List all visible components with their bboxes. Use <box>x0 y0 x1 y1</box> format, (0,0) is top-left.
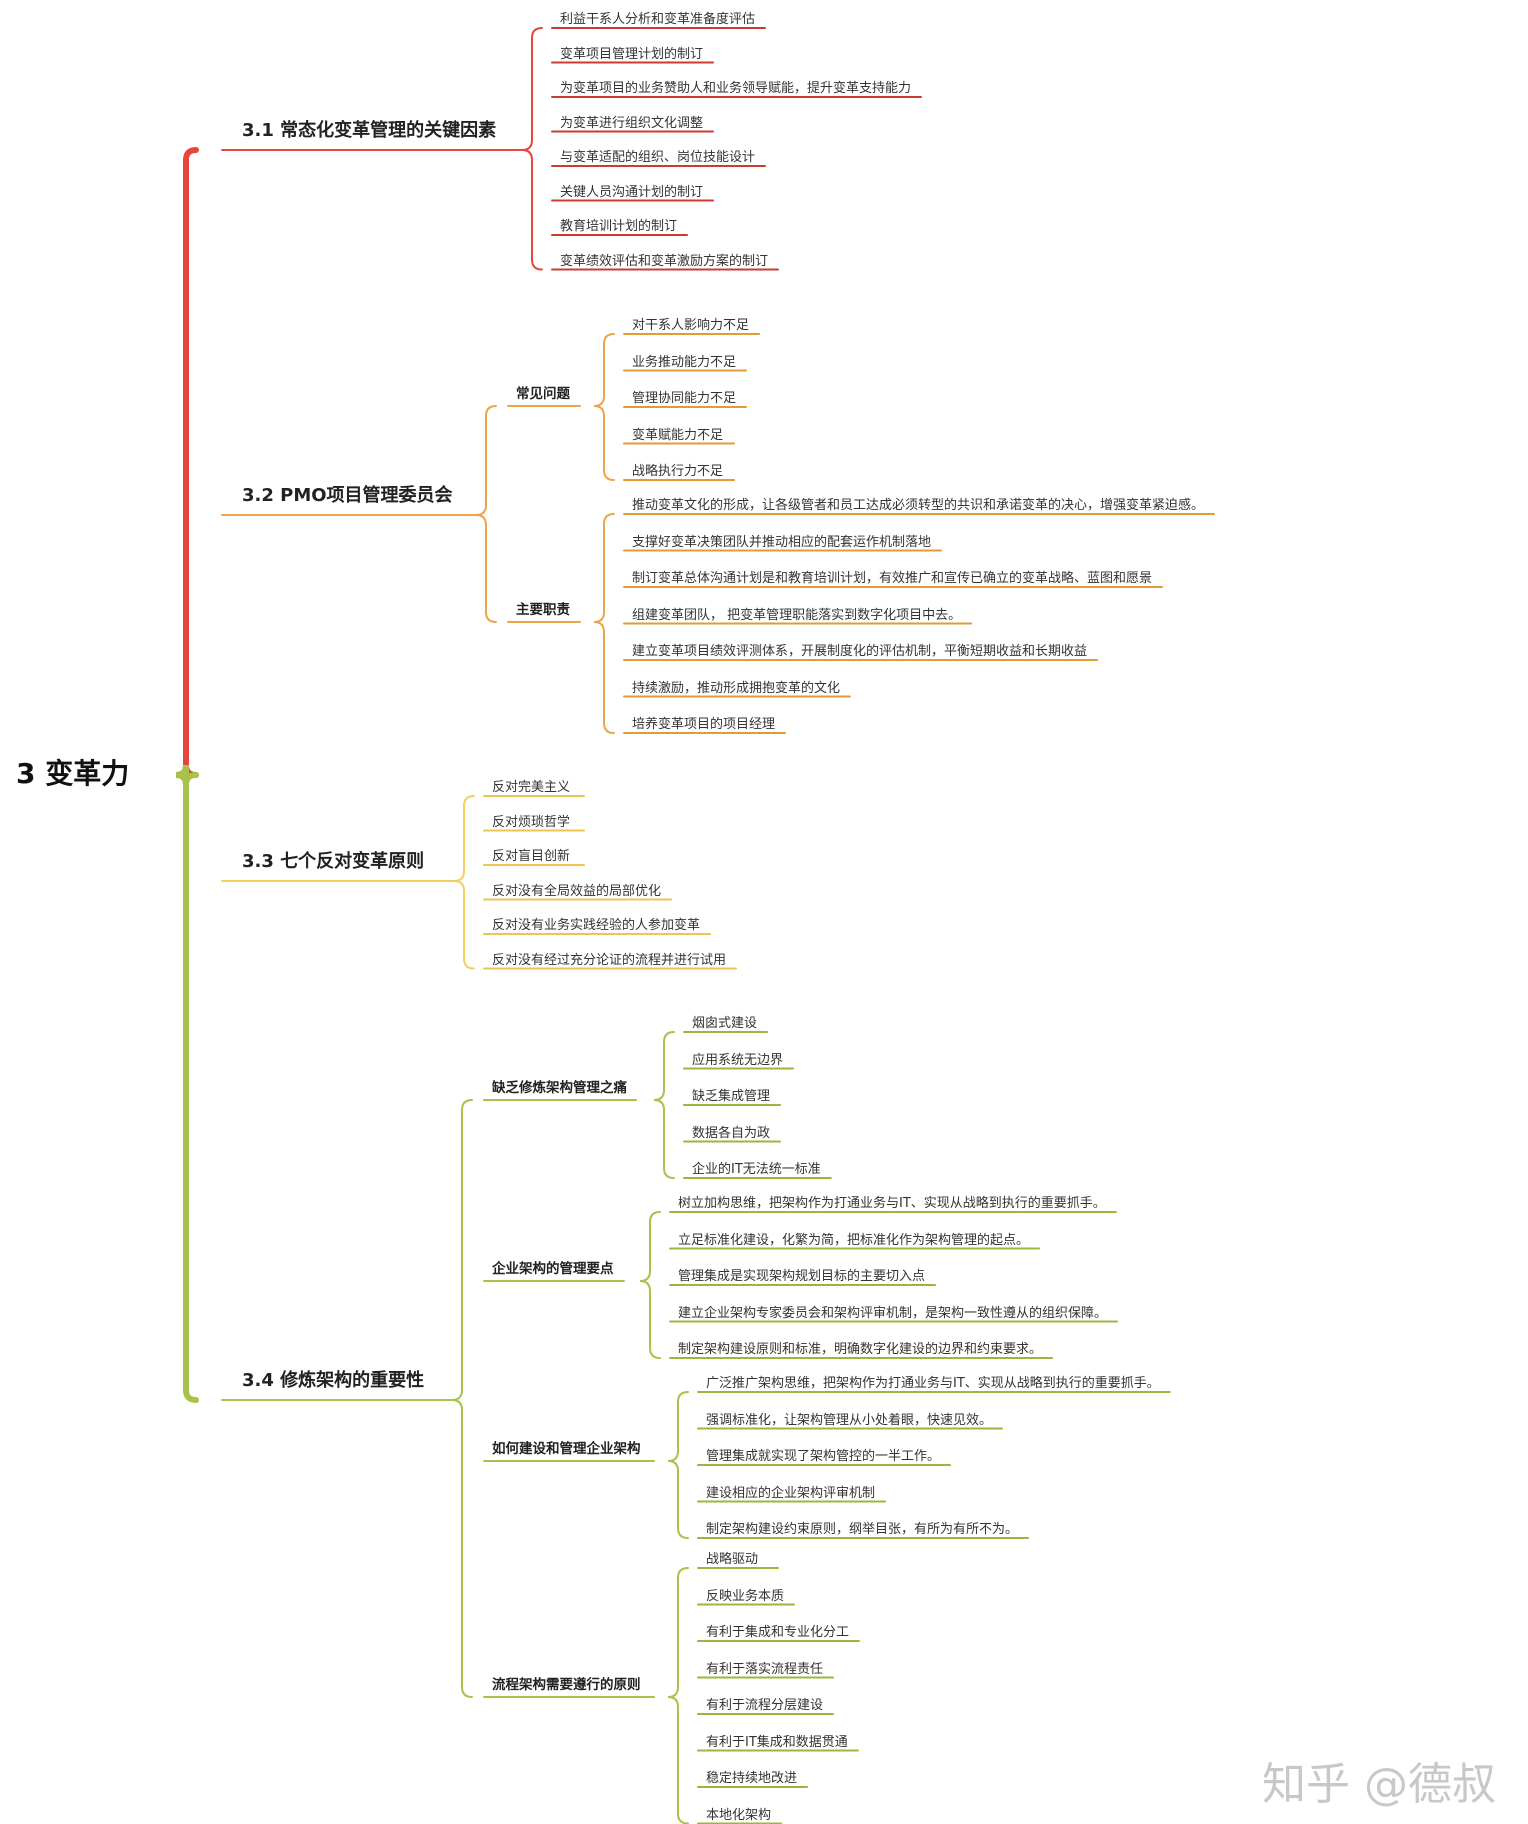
section-3-2-brace <box>475 405 497 623</box>
group-ea-key-points-leaf[interactable]: 建立企业架构专家委员会和架构评审机制，是架构一致性遵从的组织保障。 <box>678 1305 1108 1321</box>
section-3-3-title[interactable]: 3.3 七个反对变革原则 <box>242 851 425 872</box>
group-architecture-pain-brace <box>653 1031 675 1179</box>
section-3-1-leaf[interactable]: 与变革适配的组织、岗位技能设计 <box>560 150 756 165</box>
section-3-1-leaf[interactable]: 教育培训计划的制订 <box>560 219 678 234</box>
group-build-manage-ea-brace <box>667 1391 689 1539</box>
section-3-4-brace <box>451 1099 473 1698</box>
section-3-4-title[interactable]: 3.4 修炼架构的重要性 <box>242 1370 425 1391</box>
group-build-manage-ea-leaf[interactable]: 制定架构建设约束原则，纲举目张，有所为有所不为。 <box>706 1522 1019 1537</box>
group-process-principles-leaf[interactable]: 有利于IT集成和数据贯通 <box>706 1734 848 1750</box>
group-build-manage-ea-leaf[interactable]: 强调标准化，让架构管理从小处着眼，快速见效。 <box>706 1412 993 1428</box>
section-3-3-leaf[interactable]: 反对完美主义 <box>492 780 571 795</box>
group-ea-key-points-leaf[interactable]: 树立加构思维，把架构作为打通业务与IT、实现从战略到执行的重要抓手。 <box>678 1196 1106 1211</box>
group-common-issues-leaf[interactable]: 业务推动能力不足 <box>632 354 737 370</box>
group-process-principles-leaf[interactable]: 稳定持续地改进 <box>706 1771 798 1786</box>
root-node[interactable]: 3 变革力 <box>16 757 130 790</box>
section-3-3-leaf[interactable]: 反对没有全局效益的局部优化 <box>492 883 662 899</box>
group-common-issues-leaf[interactable]: 战略执行力不足 <box>632 464 724 479</box>
section-3-3-leaf[interactable]: 反对烦琐哲学 <box>492 814 571 830</box>
section-3-1-brace <box>521 27 543 271</box>
section-3-1-leaf[interactable]: 利益干系人分析和变革准备度评估 <box>560 12 756 27</box>
group-main-duties-leaf[interactable]: 支撑好变革决策团队并推动相应的配套运作机制落地 <box>632 534 932 550</box>
section-3-3-leaf[interactable]: 反对盲目创新 <box>492 849 571 864</box>
section-3-3-leaf[interactable]: 反对没有业务实践经验的人参加变革 <box>492 918 701 933</box>
group-common-issues-leaf[interactable]: 管理协同能力不足 <box>632 391 737 406</box>
group-process-principles-leaf[interactable]: 有利于落实流程责任 <box>706 1661 824 1677</box>
section-3-1-leaf[interactable]: 为变革进行组织文化调整 <box>560 115 704 131</box>
group-build-manage-ea-title[interactable]: 如何建设和管理企业架构 <box>492 1441 641 1457</box>
group-ea-key-points-title[interactable]: 企业架构的管理要点 <box>492 1261 614 1277</box>
section-3-1-title[interactable]: 3.1 常态化变革管理的关键因素 <box>242 120 497 141</box>
root-brace-top <box>175 147 199 786</box>
group-process-principles-leaf[interactable]: 有利于集成和专业化分工 <box>706 1625 850 1640</box>
group-build-manage-ea-leaf[interactable]: 广泛推广架构思维，把架构作为打通业务与IT、实现从战略到执行的重要抓手。 <box>706 1376 1160 1391</box>
root-brace-bottom <box>175 764 199 1403</box>
group-main-duties-leaf[interactable]: 推动变革文化的形成，让各级管者和员工达成必须转型的共识和承诺变革的决心，增强变革… <box>632 498 1205 513</box>
section-3-1-leaf[interactable]: 为变革项目的业务赞助人和业务领导赋能，提升变革支持能力 <box>560 81 912 96</box>
group-architecture-pain-leaf[interactable]: 企业的IT无法统一标准 <box>692 1162 821 1177</box>
group-ea-key-points-brace <box>639 1211 661 1359</box>
group-architecture-pain-title[interactable]: 缺乏修炼架构管理之痛 <box>492 1080 627 1096</box>
group-main-duties-leaf[interactable]: 组建变革团队， 把变革管理职能落实到数字化项目中去。 <box>632 607 962 623</box>
group-process-principles-brace <box>667 1567 689 1824</box>
section-3-2-title[interactable]: 3.2 PMO项目管理委员会 <box>242 485 453 506</box>
group-process-principles-leaf[interactable]: 战略驱动 <box>706 1552 759 1567</box>
group-common-issues-leaf[interactable]: 对干系人影响力不足 <box>632 318 750 333</box>
watermark: 知乎 @德叔 <box>1262 1759 1496 1810</box>
group-ea-key-points-leaf[interactable]: 制定架构建设原则和标准，明确数字化建设的边界和约束要求。 <box>678 1342 1043 1357</box>
group-main-duties-brace <box>593 513 615 734</box>
group-main-duties-leaf[interactable]: 制订变革总体沟通计划是和教育培训计划，有效推广和宣传已确立的变革战略、蓝图和愿景 <box>632 571 1153 586</box>
group-process-principles-leaf[interactable]: 有利于流程分层建设 <box>706 1698 824 1713</box>
group-process-principles-title[interactable]: 流程架构需要遵行的原则 <box>492 1677 641 1693</box>
section-3-3-brace <box>453 795 475 970</box>
group-main-duties-leaf[interactable]: 建立变革项目绩效评测体系，开展制度化的评估机制，平衡短期收益和长期收益 <box>632 644 1088 659</box>
group-build-manage-ea-leaf[interactable]: 管理集成就实现了架构管控的一半工作。 <box>706 1449 941 1464</box>
group-architecture-pain-leaf[interactable]: 缺乏集成管理 <box>692 1089 771 1104</box>
group-architecture-pain-leaf[interactable]: 烟囱式建设 <box>692 1016 758 1031</box>
group-build-manage-ea-leaf[interactable]: 建设相应的企业架构评审机制 <box>706 1485 876 1501</box>
group-main-duties-title[interactable]: 主要职责 <box>516 602 570 618</box>
group-common-issues-title[interactable]: 常见问题 <box>516 386 570 402</box>
group-ea-key-points-leaf[interactable]: 管理集成是实现架构规划目标的主要切入点 <box>678 1269 926 1284</box>
group-process-principles-leaf[interactable]: 本地化架构 <box>706 1807 772 1823</box>
group-process-principles-leaf[interactable]: 反映业务本质 <box>706 1588 785 1604</box>
section-3-1-leaf[interactable]: 变革绩效评估和变革激励方案的制订 <box>560 253 769 269</box>
group-ea-key-points-leaf[interactable]: 立足标准化建设，化繁为简，把标准化作为架构管理的起点。 <box>678 1232 1030 1248</box>
group-architecture-pain-leaf[interactable]: 数据各自为政 <box>692 1125 771 1141</box>
section-3-1-leaf[interactable]: 变革项目管理计划的制订 <box>560 46 704 62</box>
group-main-duties-leaf[interactable]: 培养变革项目的项目经理 <box>632 717 776 732</box>
section-3-1-leaf[interactable]: 关键人员沟通计划的制订 <box>560 184 704 200</box>
group-main-duties-leaf[interactable]: 持续激励，推动形成拥抱变革的文化 <box>632 680 841 696</box>
group-architecture-pain-leaf[interactable]: 应用系统无边界 <box>692 1052 784 1068</box>
group-common-issues-brace <box>593 333 615 481</box>
group-common-issues-leaf[interactable]: 变革赋能力不足 <box>632 427 724 443</box>
section-3-3-leaf[interactable]: 反对没有经过充分论证的流程并进行试用 <box>492 952 727 968</box>
